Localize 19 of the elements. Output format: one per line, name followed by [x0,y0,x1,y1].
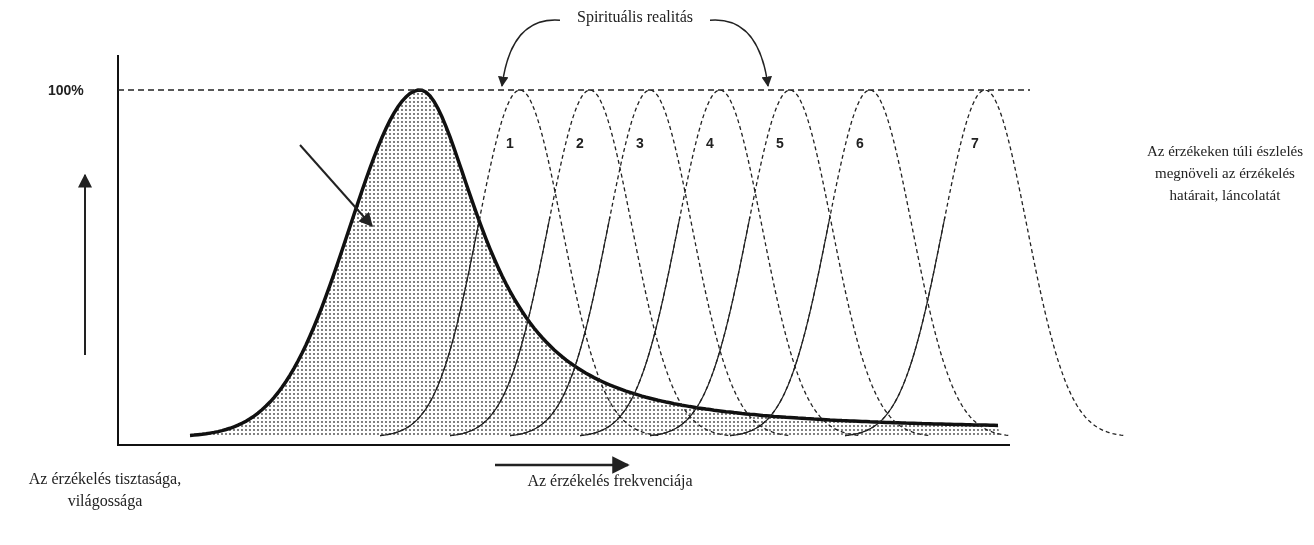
curve-number: 2 [576,135,584,151]
curve-number: 4 [706,135,714,151]
curve-number: 1 [506,135,514,151]
axis-title: Az érzékelés tisztasága, világossága [27,469,183,512]
axis-value-label: 100% [48,82,85,98]
curve-number: 3 [636,135,644,151]
curved-arrow [498,19,561,88]
bell-curve [380,90,660,437]
curve-number: 5 [776,135,784,151]
bell-curve [450,90,730,437]
annotation-text: Az érzékeken túli észlelés megnöveli az érzékelés határait, láncolatát [1145,142,1305,205]
annotation-text: Spirituális realitás [560,6,710,28]
bell-curve [650,90,930,437]
bell-curve [730,90,1010,437]
axis-title: Az érzékelés frekvenciája [526,471,694,492]
curved-arrow [709,19,772,88]
curve-number: 7 [971,135,979,151]
curve-number: 6 [856,135,864,151]
bell-curve [845,90,1125,437]
